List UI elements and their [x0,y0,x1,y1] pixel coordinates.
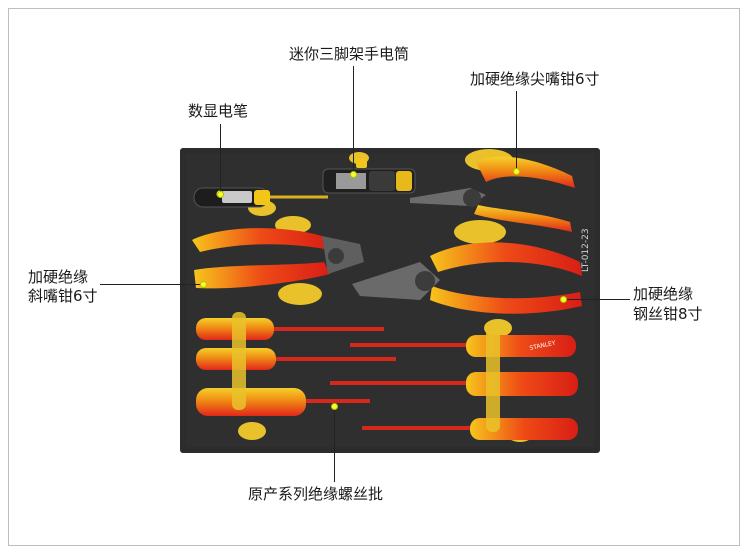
diagonal-cutter [192,228,364,289]
marker-diagonal-cutter [200,281,207,288]
image-frame [8,8,740,546]
label-screwdrivers: 原产系列绝缘螺丝批 [248,485,384,503]
label-needle-nose-pliers: 加硬绝缘尖嘴钳6寸 [470,70,600,88]
tripod-flashlight [322,158,416,194]
label-voltage-tester: 数显电笔 [188,102,249,120]
marker-screwdrivers [331,403,338,410]
screwdrivers-left [196,312,396,416]
marker-tripod-flashlight [350,171,357,178]
tray-code: LT-012-23 [581,228,591,272]
needle-nose-pliers [410,156,575,232]
leader-diagonal-cutter [100,284,204,285]
marker-needle-nose-pliers [513,168,520,175]
leader-screwdrivers [334,406,335,482]
leader-tripod-flashlight [353,66,354,174]
label-tripod-flashlight: 迷你三脚架手电筒 [289,45,410,63]
label-combination-pliers-1: 加硬绝缘 [633,285,694,303]
label-diagonal-cutter-2: 斜嘴钳6寸 [28,287,98,305]
leader-needle-nose-pliers [516,91,517,171]
combination-pliers [352,242,582,314]
label-diagonal-cutter-1: 加硬绝缘 [28,268,89,286]
leader-voltage-tester [220,124,221,194]
label-combination-pliers-2: 钢丝钳8寸 [633,305,703,323]
leader-combination-pliers [563,299,630,300]
screwdrivers-right [330,322,578,440]
marker-combination-pliers [560,296,567,303]
marker-voltage-tester [217,191,224,198]
